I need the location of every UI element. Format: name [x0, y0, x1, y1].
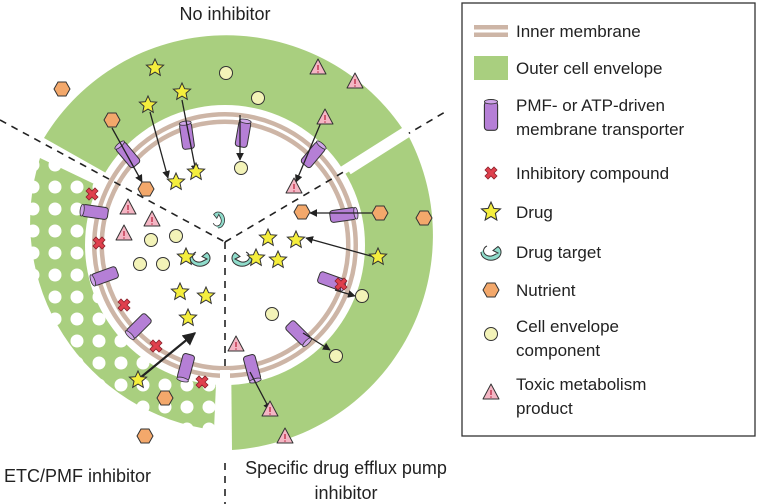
- label-etc-pmf-inhibitor: ETC/PMF inhibitor: [4, 466, 151, 486]
- envelope-component-circle-icon: [219, 66, 233, 80]
- legend-inner-membrane: Inner membrane: [516, 22, 641, 41]
- nutrient-hexagon-icon: [293, 204, 311, 220]
- nutrient-hexagon-icon: [415, 210, 433, 226]
- nutrient-hexagon-icon: [137, 181, 155, 197]
- nutrient-hexagon-icon: [53, 81, 71, 97]
- envelope-component-circle-icon: [251, 91, 265, 105]
- legend-transporter-line2: membrane transporter: [516, 120, 685, 139]
- legend-envelope-component-icon: [484, 327, 498, 341]
- legend-toxic-line1: Toxic metabolism: [516, 375, 646, 394]
- legend-box: [461, 2, 756, 437]
- envelope-component-circle-icon: [355, 289, 369, 303]
- legend-envelope-component-line2: component: [516, 341, 600, 360]
- envelope-component-circle-icon: [156, 257, 170, 271]
- legend-drug-target: Drug target: [516, 243, 601, 262]
- label-efflux-inhibitor-line2: inhibitor: [314, 483, 377, 503]
- envelope-component-circle-icon: [234, 161, 248, 175]
- envelope-component-circle-icon: [133, 257, 147, 271]
- legend-nutrient: Nutrient: [516, 281, 576, 300]
- legend-toxic-line2: product: [516, 399, 573, 418]
- nutrient-hexagon-icon: [156, 390, 174, 406]
- envelope-component-circle-icon: [329, 349, 343, 363]
- envelope-component-circle-icon: [265, 307, 279, 321]
- legend-transporter-icon: [483, 98, 499, 131]
- transport-arrows: [111, 99, 379, 411]
- legend-envelope-component-line1: Cell envelope: [516, 317, 619, 336]
- legend-inhibitory-compound: Inhibitory compound: [516, 164, 669, 183]
- envelope-component-circle-icon: [169, 229, 183, 243]
- label-no-inhibitor: No inhibitor: [179, 4, 270, 24]
- sector-gaps: [37, 127, 411, 460]
- nutrient-hexagon-icon: [103, 112, 121, 128]
- envelope-component-circle-icon: [144, 233, 158, 247]
- label-efflux-inhibitor-line1: Specific drug efflux pump: [245, 458, 447, 478]
- legend-drug: Drug: [516, 203, 553, 222]
- legend-transporter-line1: PMF- or ATP-driven: [516, 96, 665, 115]
- nutrient-hexagon-icon: [371, 205, 389, 221]
- legend-outer-envelope: Outer cell envelope: [516, 59, 662, 78]
- nutrient-hexagon-icon: [136, 428, 154, 444]
- legend-nutrient-icon: [482, 282, 500, 298]
- legend: Inner membrane Outer cell envelope PMF- …: [461, 2, 756, 437]
- legend-outer-envelope-icon: [474, 56, 508, 80]
